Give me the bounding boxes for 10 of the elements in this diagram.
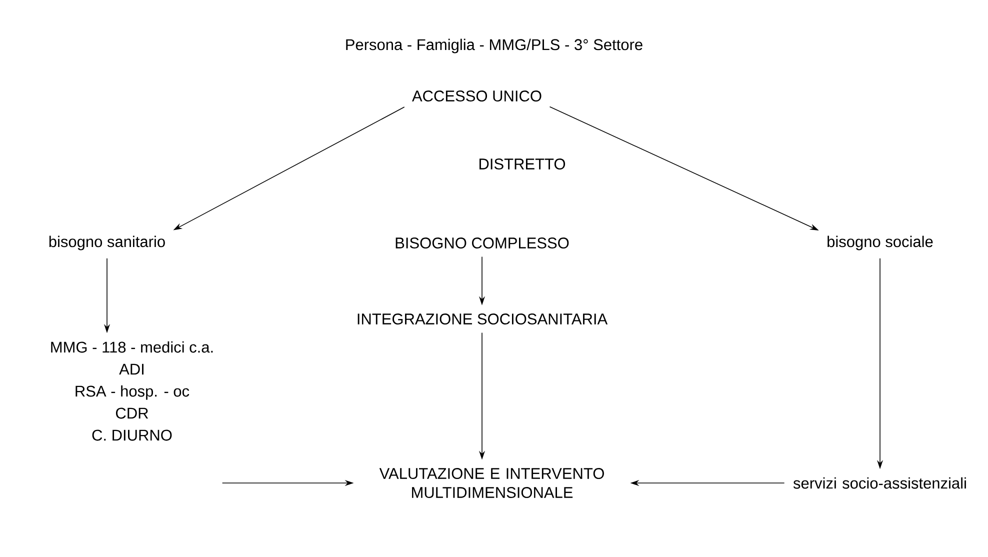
node-text: MMG - 118 - medici c.a. ADI RSA - hosp. - oc CDR C. DIURNO: [51, 341, 213, 441]
node-text: servizi socio-assistenziali: [793, 477, 966, 489]
node-text: bisogno sociale: [828, 236, 933, 250]
node-text: BISOGNO COMPLESSO: [396, 238, 569, 248]
label: DISTRETTO: [480, 158, 566, 170]
node-text: bisogno sanitario: [49, 236, 165, 250]
node-text: ACCESSO UNICO: [412, 90, 542, 102]
heading: Persona - Famiglia - MMG/PLS - 3° Settore: [346, 38, 642, 54]
node-text: INTEGRAZIONE SOCIOSANITARIA: [358, 314, 608, 324]
node-text: VALUTAZIONE E INTERVENTO MULTIDIMENSIONALE: [379, 468, 604, 498]
